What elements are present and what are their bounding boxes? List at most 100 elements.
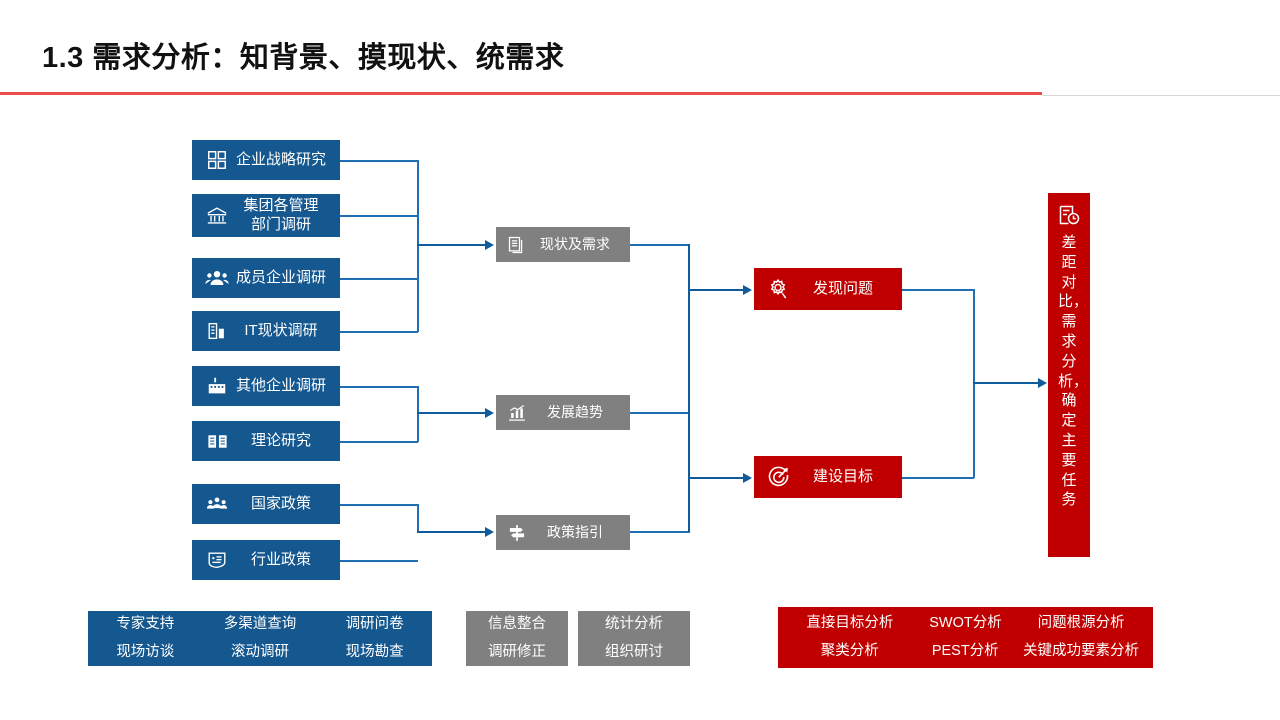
connector-arrow: [743, 285, 752, 295]
legend-row: 统计分析: [578, 611, 690, 639]
middle-box-status-and-demand[interactable]: 现状及需求: [496, 227, 630, 262]
source-box-label: IT现状调研: [244, 321, 318, 339]
connector-line: [630, 244, 690, 246]
legend-cell: 信息整合: [488, 615, 546, 632]
middle-box-label: 现状及需求: [540, 235, 610, 252]
stage-box-label: 建设目标: [812, 467, 873, 485]
legend-cell: 调研修正: [488, 643, 546, 660]
connector-line: [688, 477, 745, 480]
middle-box-label: 发展趋势: [547, 403, 603, 420]
connector-line: [340, 504, 418, 506]
legend-row: 专家支持 多渠道查询 调研问卷: [88, 611, 432, 639]
source-box-group-departments[interactable]: 集团各管理 部门调研: [192, 194, 340, 237]
middle-box-development-trend[interactable]: 发展趋势: [496, 395, 630, 430]
connector-line: [340, 278, 418, 280]
middle-box-label: 政策指引: [547, 523, 603, 540]
source-box-national-policy[interactable]: 国家政策: [192, 484, 340, 524]
legend-cell: 聚类分析: [820, 642, 879, 659]
source-box-corporate-strategy[interactable]: 企业战略研究: [192, 140, 340, 180]
legend-cell: 现场访谈: [116, 643, 175, 660]
legend-row: 直接目标分析 SWOT分析 问题根源分析: [778, 610, 1153, 638]
source-box-label: 行业政策: [250, 550, 311, 568]
source-box-label: 成员企业调研: [235, 268, 326, 286]
legend-methods-gray-2: 统计分析 组织研讨: [578, 611, 690, 666]
source-box-label: 理论研究: [250, 431, 311, 449]
legend-cell: 问题根源分析: [1037, 614, 1125, 631]
connector-arrow: [485, 408, 494, 418]
source-box-label: 国家政策: [250, 494, 311, 512]
connector-line: [417, 531, 487, 534]
legend-cell: SWOT分析: [929, 614, 1002, 631]
title-underline-red: [0, 92, 1042, 95]
legend-row: 聚类分析 PEST分析 关键成功要素分析: [778, 638, 1153, 666]
title-underline-gray: [1042, 95, 1280, 96]
connector-line: [417, 412, 487, 415]
connector-line: [902, 477, 974, 479]
legend-cell: 调研问卷: [345, 615, 404, 632]
legend-cell: 多渠道查询: [223, 615, 297, 632]
clipboard-clock-icon: [1057, 203, 1081, 227]
connector-arrow: [485, 527, 494, 537]
legend-cell: PEST分析: [931, 642, 999, 659]
legend-row: 组织研讨: [578, 639, 690, 667]
open-book-icon: [204, 428, 230, 454]
connector-line: [340, 386, 418, 388]
documents-icon: [506, 234, 528, 256]
bank-building-icon: [204, 203, 230, 229]
legend-cell: 组织研讨: [605, 643, 663, 660]
source-box-label: 企业战略研究: [235, 150, 326, 168]
grid-squares-icon: [204, 147, 230, 173]
legend-cell: 直接目标分析: [806, 614, 894, 631]
source-box-label: 集团各管理 部门调研: [243, 196, 319, 233]
connector-line: [340, 331, 418, 333]
connector-line: [630, 412, 690, 414]
legend-cell: 现场勘查: [345, 643, 404, 660]
source-box-industry-policy[interactable]: 行业政策: [192, 540, 340, 580]
stage-box-construction-goal[interactable]: 建设目标: [754, 456, 902, 498]
team-icon: [204, 491, 230, 517]
page-title: 1.3 需求分析：知背景、摸现状、统需求: [42, 42, 565, 74]
legend-row: 现场访谈 滚动调研 现场勘查: [88, 639, 432, 667]
source-box-theory-research[interactable]: 理论研究: [192, 421, 340, 461]
chart-trend-icon: [506, 402, 528, 424]
connector-line: [902, 289, 974, 291]
signpost-icon: [506, 522, 528, 544]
factory-icon: [204, 373, 230, 399]
connector-line: [417, 244, 487, 247]
legend-cell: 关键成功要素分析: [1023, 642, 1139, 659]
connector-line: [688, 289, 745, 292]
connector-arrow: [1038, 378, 1047, 388]
connector-arrow: [743, 473, 752, 483]
source-box-member-enterprises[interactable]: 成员企业调研: [192, 258, 340, 298]
connector-line: [417, 504, 419, 532]
connector-line: [688, 244, 691, 532]
badge-document-icon: [204, 547, 230, 573]
legend-methods-red: 直接目标分析 SWOT分析 问题根源分析 聚类分析 PEST分析 关键成功要素分…: [778, 607, 1153, 668]
gear-icon: [766, 276, 792, 302]
connector-line: [973, 382, 1041, 385]
connector-line: [340, 441, 418, 443]
connector-arrow: [485, 240, 494, 250]
connector-line: [340, 215, 418, 217]
middle-box-policy-guidance[interactable]: 政策指引: [496, 515, 630, 550]
source-box-label: 其他企业调研: [235, 376, 326, 394]
source-box-other-enterprises[interactable]: 其他企业调研: [192, 366, 340, 406]
legend-methods-gray-1: 信息整合 调研修正: [466, 611, 568, 666]
legend-methods-blue: 专家支持 多渠道查询 调研问卷 现场访谈 滚动调研 现场勘查: [88, 611, 432, 666]
legend-cell: 统计分析: [605, 615, 663, 632]
stage-box-label: 发现问题: [812, 279, 873, 297]
legend-cell: 专家支持: [116, 615, 175, 632]
outcome-box-gap-analysis[interactable]: 差距对比，需求分析，确定主要任务: [1048, 193, 1090, 557]
connector-line: [630, 531, 690, 533]
bar-building-icon: [204, 318, 230, 344]
people-group-icon: [204, 265, 230, 291]
stage-box-discover-problems[interactable]: 发现问题: [754, 268, 902, 310]
source-box-it-status[interactable]: IT现状调研: [192, 311, 340, 351]
legend-row: 信息整合: [466, 611, 568, 639]
outcome-box-label: 差距对比，需求分析，确定主要任务: [1058, 234, 1089, 509]
connector-line: [340, 160, 418, 162]
legend-cell: 滚动调研: [230, 643, 289, 660]
target-icon: [766, 464, 792, 490]
legend-row: 调研修正: [466, 639, 568, 667]
